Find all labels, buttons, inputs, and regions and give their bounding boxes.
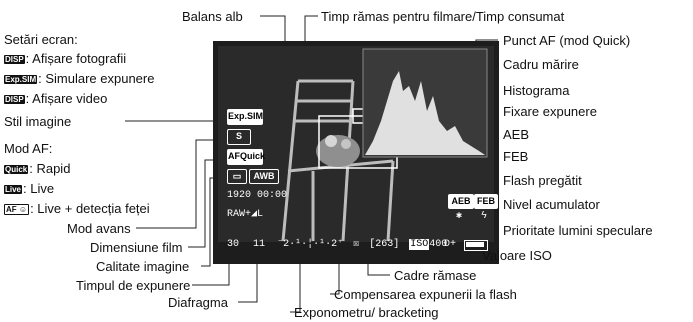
text-live-detectie: : Live + detecția feței [30,201,150,216]
osd-bottom-bar: 30 11 ⁻2·¹·¦·¹·2⁺ ☒ [263] ISO400 [227,239,447,251]
label-af-face: AF ☺: Live + detecția feței [4,201,150,216]
osd-shots-remaining: [263] [369,239,400,250]
chip-disp-photo: DISP [4,55,25,64]
label-mod-af: Mod AF: [4,141,53,156]
camera-lcd-screen: Exp.SIM S AFQuick ▭ AWB 1920 00:00 RAW+◢… [213,41,499,264]
label-cadre-ramase: Cadre rămase [394,268,477,283]
label-simulare-expunere: Exp.SIM: Simulare expunere [4,71,154,86]
osd-af-quick: AFQuick [227,149,265,165]
label-diafragma: Diafragma [168,295,228,310]
label-nivel-acumulator: Nivel acumulator [503,197,600,212]
label-calitate-imagine: Calitate imagine [96,259,190,274]
osd-ae-lock: ✱ [456,211,463,222]
chip-af-quick: Quick [4,165,29,174]
text-afisare-fotografii: : Afișare fotografii [25,51,127,66]
label-aeb: AEB [503,127,530,142]
label-stil-imagine: Stil imagine [4,114,72,129]
chip-exp-sim: Exp.SIM [4,75,38,84]
label-cadru-marire: Cadru mărire [503,57,579,72]
chip-disp-video: DISP [4,95,25,104]
label-timpul-expunere: Timpul de expunere [76,278,191,293]
label-compensarea-flash: Compensarea expunerii la flash [334,287,517,302]
osd-time: 00:00 [257,190,288,201]
text-simulare-expunere: : Simulare expunere [38,71,155,86]
osd-flash-ready: ϟ [481,211,488,222]
label-fixare-expunere: Fixare expunere [503,104,597,119]
chip-af-live: Live [4,185,23,194]
osd-flash-comp: ☒ [353,239,360,250]
label-af-rapid: Quick: Rapid [4,161,70,176]
label-setari-ecran: Setări ecran: [4,32,78,47]
histogram-graph [365,71,485,155]
label-afisare-video: DISP: Afișare video [4,91,107,106]
osd-quality: RAW+◢L [227,209,264,220]
label-timp-ramas: Timp rămas pentru filmare/Timp consumat [321,9,565,24]
chip-af-face: AF ☺ [4,204,30,215]
osd-highlight-priority: D+ [444,239,457,250]
osd-movie-size-value: 1920 [227,190,252,201]
label-exponometru: Exponometru/ bracketing [294,305,439,320]
osd-movie-size: 1920 00:00 [227,190,287,202]
label-punct-af: Punct AF (mod Quick) [503,33,631,48]
label-flash-pregatit: Flash pregătit [503,173,582,188]
osd-aeb: AEB [448,194,474,209]
text-afisare-video: : Afișare video [25,91,108,106]
osd-shutter: 30 [227,239,240,250]
osd-feb: FEB [474,194,498,209]
text-live: : Live [23,181,55,196]
osd-drive-mode: ▭ [227,169,247,184]
label-af-live: Live: Live [4,181,54,196]
label-prioritate: Prioritate lumini speculare [503,223,653,238]
osd-picture-style: S [227,129,251,145]
osd-meter: ⁻2·¹·¦·¹·2⁺ [277,239,344,250]
osd-iso-icon: ISO [409,239,430,250]
osd-aperture: 11 [253,239,266,250]
label-histograma: Histograma [503,83,570,98]
text-rapid: : Rapid [29,161,71,176]
label-afisare-fotografii: DISP: Afișare fotografii [4,51,126,66]
osd-iso-value: 400 [429,239,448,250]
label-feb: FEB [503,149,529,164]
osd-exp-sim: Exp.SIM [227,109,263,125]
label-valoare-iso: Valoare ISO [482,248,552,263]
label-dimensiune-film: Dimensiune film [90,240,183,255]
osd-white-balance: AWB [249,169,279,184]
label-balans-alb: Balans alb [182,9,243,24]
battery-icon [464,240,488,251]
label-mod-avans: Mod avans [67,221,131,236]
